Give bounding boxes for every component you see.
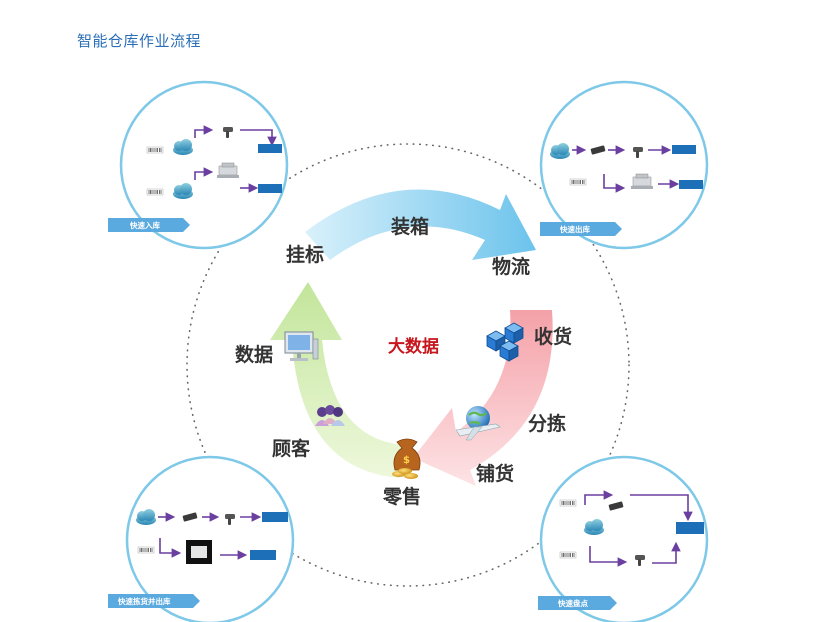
barcode-icon [146, 146, 164, 154]
step-label-receiving: 收货 [534, 325, 572, 348]
panel-picking: 快速拣货并出库 [108, 455, 295, 622]
panel-outbound: 快速出库 [539, 80, 709, 250]
step-label-sorting: 分拣 [528, 412, 566, 435]
money-bag-icon: $ [392, 438, 421, 479]
flow-box [672, 145, 696, 154]
barcode-icon [559, 499, 577, 507]
computer-icon [284, 331, 319, 361]
panel-inbound-tag: 快速入库 [130, 220, 160, 230]
flow-box [262, 512, 288, 522]
step-label-tagging: 挂标 [286, 243, 324, 266]
barcode-icon [146, 188, 164, 196]
step-label-boxing: 装箱 [390, 215, 429, 238]
outer-dotted-ring [186, 143, 630, 587]
arrow-green-left [270, 282, 405, 478]
panel-stocktake-tag-bg [538, 596, 610, 610]
arrow-blue-top [305, 189, 536, 260]
step-label-data: 数据 [235, 343, 273, 366]
panel-outbound-tag-bg [540, 222, 615, 236]
page-title: 智能仓库作业流程 [77, 32, 202, 50]
barcode-icon [559, 551, 577, 559]
svg-text:$: $ [403, 455, 410, 466]
panel-picking-tag: 快速拣货并出库 [118, 596, 171, 606]
step-label-retail: 零售 [382, 485, 421, 508]
barcode-icon [137, 546, 155, 554]
step-label-logistics: 物流 [492, 255, 530, 278]
flow-box [250, 550, 276, 560]
panel-stocktake-tag: 快速盘点 [558, 598, 588, 608]
flow-box [258, 184, 282, 193]
flow-box [258, 144, 282, 153]
step-label-customer: 顾客 [272, 437, 311, 460]
panel-stocktake: 快速盘点 [538, 455, 709, 622]
globe-airplane-icon [455, 406, 501, 441]
panel-outbound-tag: 快速出库 [560, 224, 590, 234]
panel-inbound: 快速入库 [108, 80, 289, 250]
step-label-distribution: 铺货 [476, 462, 514, 485]
flow-box [679, 180, 703, 189]
barcode-icon [569, 178, 587, 186]
panel-picking-tag-bg [108, 594, 193, 608]
boxes-icon [486, 322, 524, 362]
customers-icon [315, 405, 345, 426]
panel-inbound-tag-bg [108, 218, 183, 232]
flow-box [676, 522, 704, 534]
center-label: 大数据 [388, 336, 439, 357]
